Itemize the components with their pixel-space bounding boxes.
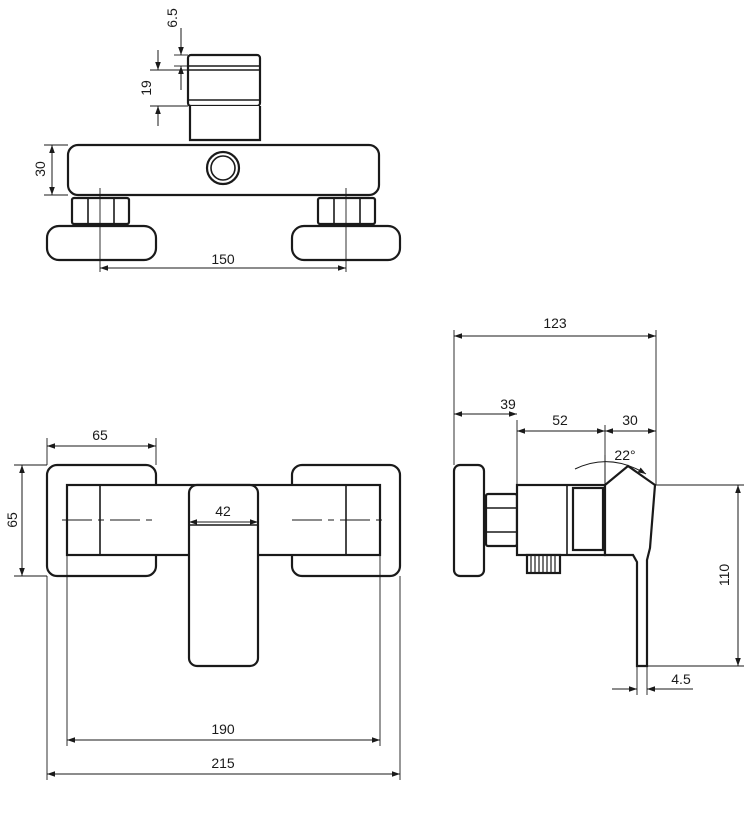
dim-lever-thickness-label: 4.5	[671, 671, 691, 687]
dim-flange-offset-label: 39	[500, 396, 516, 412]
lever-neck	[188, 106, 262, 142]
right-nut	[316, 196, 377, 226]
dim-flange-width-label: 65	[92, 427, 108, 443]
left-nut	[70, 196, 131, 226]
dim-handle-label: 19	[138, 80, 154, 96]
top-view: 6.5 19 30 150	[32, 8, 402, 272]
dim-lever-height-label: 110	[716, 564, 732, 587]
outlet-inner	[210, 155, 236, 181]
side-lever	[603, 464, 657, 668]
dim-overall-depth-label: 123	[543, 315, 567, 331]
dim-gap-label: 6.5	[164, 8, 180, 28]
side-view: 123 39 52 30 22° 110 4.5	[452, 315, 744, 695]
dim-overall-length-label: 215	[211, 755, 235, 771]
front-view: 65 65 42 190 215	[4, 427, 402, 780]
outlet-ring	[205, 150, 241, 186]
side-flange	[452, 463, 486, 578]
dim-body-length-label: 190	[211, 721, 235, 737]
dim-lever-offset-label: 30	[622, 412, 638, 428]
lever-cap	[186, 53, 262, 108]
side-cartridge	[571, 486, 605, 552]
dim-lever-angle-label: 22°	[614, 447, 635, 463]
dim-body-height-label: 30	[32, 161, 48, 177]
left-flange	[45, 224, 158, 262]
front-lever	[187, 483, 260, 668]
dim-lever-width-label: 42	[215, 503, 231, 519]
dim-body-depth-label: 52	[552, 412, 568, 428]
dim-center-distance-label: 150	[211, 251, 235, 267]
angle-arc	[574, 461, 647, 475]
side-nut	[484, 492, 519, 548]
dim-flange-height-label: 65	[4, 512, 20, 528]
